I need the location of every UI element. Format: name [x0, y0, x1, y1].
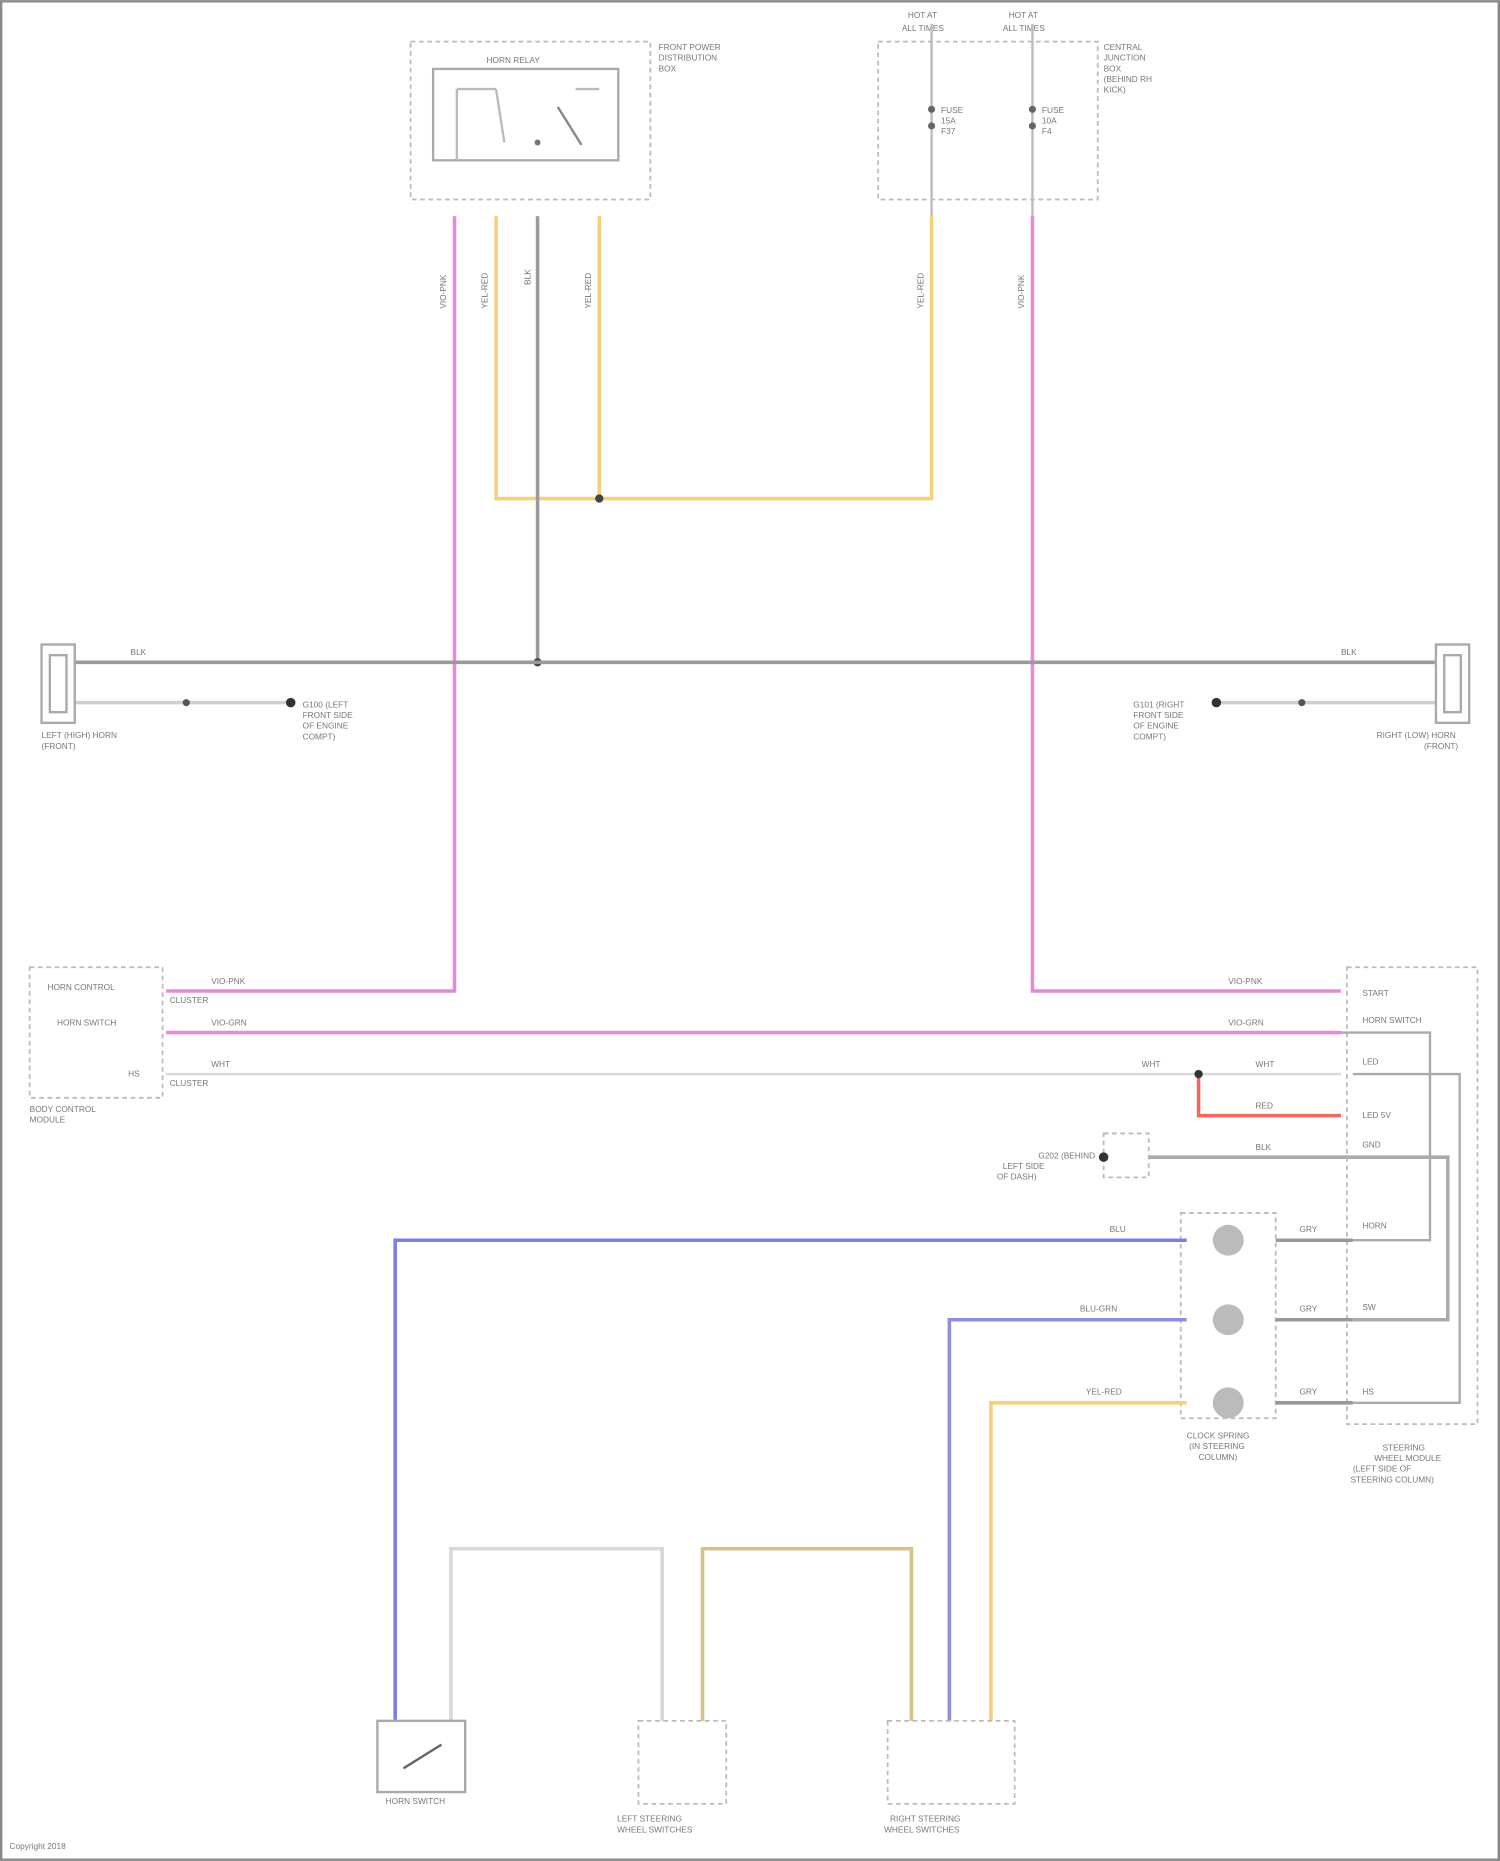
- fuse-icon: [1029, 106, 1036, 113]
- svg-text:G202 (BEHIND: G202 (BEHIND: [1038, 1150, 1095, 1160]
- svg-text:VIO-PNK: VIO-PNK: [211, 976, 246, 986]
- svg-text:RED: RED: [1256, 1101, 1274, 1111]
- clockspring-contact-icon: [1213, 1225, 1244, 1256]
- svg-text:BLK: BLK: [522, 269, 532, 285]
- svg-text:VIO-PNK: VIO-PNK: [438, 274, 448, 309]
- svg-text:LEFT STEERING: LEFT STEERING: [617, 1814, 682, 1824]
- svg-text:STEERING: STEERING: [1383, 1442, 1425, 1452]
- svg-text:HOT AT: HOT AT: [1009, 10, 1038, 20]
- svg-text:HORN SWITCH: HORN SWITCH: [386, 1796, 445, 1806]
- svg-text:OF ENGINE: OF ENGINE: [1133, 721, 1179, 731]
- svg-text:HORN: HORN: [1362, 1220, 1386, 1230]
- svg-text:VIO-PNK: VIO-PNK: [1016, 274, 1026, 309]
- svg-text:WHEEL MODULE: WHEEL MODULE: [1374, 1453, 1441, 1463]
- svg-text:LED 5V: LED 5V: [1362, 1110, 1391, 1120]
- svg-text:WHEEL SWITCHES: WHEEL SWITCHES: [617, 1824, 693, 1834]
- svg-text:WHT: WHT: [211, 1059, 230, 1069]
- horn-relay-label: HORN RELAY: [487, 55, 541, 65]
- svg-text:YEL-RED: YEL-RED: [915, 273, 925, 309]
- svg-text:HS: HS: [1362, 1387, 1374, 1397]
- svg-text:GRY: GRY: [1299, 1303, 1317, 1313]
- ground-icon: [286, 698, 295, 707]
- svg-text:CLUSTER: CLUSTER: [170, 995, 209, 1005]
- svg-text:COLUMN): COLUMN): [1199, 1452, 1238, 1462]
- svg-text:YEL-RED: YEL-RED: [583, 273, 593, 309]
- svg-text:CENTRAL: CENTRAL: [1104, 42, 1143, 52]
- svg-text:GRY: GRY: [1299, 1224, 1317, 1234]
- svg-text:BLK: BLK: [1341, 647, 1357, 657]
- svg-text:BLU-GRN: BLU-GRN: [1080, 1303, 1117, 1313]
- svg-text:MODULE: MODULE: [30, 1115, 66, 1125]
- svg-text:(FRONT): (FRONT): [42, 741, 76, 751]
- svg-text:G101 (RIGHT: G101 (RIGHT: [1133, 699, 1184, 709]
- svg-text:RIGHT (LOW) HORN: RIGHT (LOW) HORN: [1377, 730, 1456, 740]
- copyright-note: Copyright 2018: [9, 1841, 66, 1851]
- svg-text:G100 (LEFT: G100 (LEFT: [303, 699, 349, 709]
- svg-text:F4: F4: [1042, 126, 1052, 136]
- svg-text:DISTRIBUTION: DISTRIBUTION: [659, 53, 718, 63]
- svg-text:(FRONT): (FRONT): [1424, 741, 1458, 751]
- svg-text:FUSE: FUSE: [1042, 105, 1065, 115]
- svg-text:FUSE: FUSE: [941, 105, 964, 115]
- clockspring-contact-icon: [1213, 1304, 1244, 1335]
- svg-text:COMPT): COMPT): [303, 731, 336, 741]
- svg-text:CLUSTER: CLUSTER: [170, 1078, 209, 1088]
- svg-text:HS: HS: [128, 1068, 140, 1078]
- svg-text:HORN SWITCH: HORN SWITCH: [57, 1017, 116, 1027]
- svg-text:CLOCK SPRING: CLOCK SPRING: [1187, 1430, 1250, 1440]
- fuse-icon: [928, 106, 935, 113]
- svg-text:RIGHT STEERING: RIGHT STEERING: [890, 1814, 960, 1824]
- svg-text:VIO-GRN: VIO-GRN: [211, 1017, 247, 1027]
- svg-text:BLK: BLK: [131, 647, 147, 657]
- ground-icon: [1212, 698, 1221, 707]
- svg-text:WHEEL SWITCHES: WHEEL SWITCHES: [884, 1824, 960, 1834]
- svg-text:START: START: [1362, 988, 1388, 998]
- svg-text:(IN STEERING: (IN STEERING: [1189, 1441, 1245, 1451]
- svg-text:LED: LED: [1362, 1057, 1378, 1067]
- svg-text:(BEHIND RH: (BEHIND RH: [1104, 74, 1152, 84]
- svg-text:STEERING COLUMN): STEERING COLUMN): [1350, 1474, 1434, 1484]
- svg-text:BOX: BOX: [659, 63, 677, 73]
- svg-text:KICK): KICK): [1104, 85, 1126, 95]
- svg-text:VIO-GRN: VIO-GRN: [1228, 1017, 1264, 1027]
- svg-text:(LEFT SIDE OF: (LEFT SIDE OF: [1353, 1464, 1411, 1474]
- svg-text:15A: 15A: [941, 116, 956, 126]
- svg-text:WHT: WHT: [1142, 1059, 1161, 1069]
- svg-text:BOX: BOX: [1104, 63, 1122, 73]
- svg-text:LEFT (HIGH) HORN: LEFT (HIGH) HORN: [42, 730, 117, 740]
- clockspring-contact-icon: [1213, 1387, 1244, 1418]
- svg-text:10A: 10A: [1042, 116, 1057, 126]
- svg-text:OF DASH): OF DASH): [997, 1172, 1037, 1182]
- svg-text:HORN SWITCH: HORN SWITCH: [1362, 1015, 1421, 1025]
- svg-text:BODY CONTROL: BODY CONTROL: [30, 1104, 97, 1114]
- svg-text:GRY: GRY: [1299, 1387, 1317, 1397]
- svg-text:JUNCTION: JUNCTION: [1104, 53, 1146, 63]
- svg-text:FRONT POWER: FRONT POWER: [659, 42, 721, 52]
- svg-text:LEFT SIDE: LEFT SIDE: [1003, 1161, 1045, 1171]
- svg-text:YEL-RED: YEL-RED: [1086, 1387, 1122, 1397]
- svg-text:FRONT SIDE: FRONT SIDE: [303, 710, 354, 720]
- svg-text:HORN CONTROL: HORN CONTROL: [47, 982, 115, 992]
- svg-text:BLK: BLK: [1256, 1142, 1272, 1152]
- svg-text:BLU: BLU: [1110, 1224, 1126, 1234]
- svg-text:VIO-PNK: VIO-PNK: [1228, 976, 1263, 986]
- ground-icon: [1099, 1152, 1108, 1161]
- svg-text:ALL TIMES: ALL TIMES: [1003, 23, 1045, 33]
- svg-text:F37: F37: [941, 126, 956, 136]
- svg-text:YEL-RED: YEL-RED: [480, 273, 490, 309]
- svg-text:HOT AT: HOT AT: [908, 10, 937, 20]
- svg-text:SW: SW: [1362, 1302, 1376, 1312]
- svg-text:WHT: WHT: [1256, 1059, 1275, 1069]
- svg-text:COMPT): COMPT): [1133, 731, 1166, 741]
- svg-text:OF ENGINE: OF ENGINE: [303, 721, 349, 731]
- svg-text:ALL TIMES: ALL TIMES: [902, 23, 944, 33]
- svg-text:GND: GND: [1362, 1140, 1380, 1150]
- svg-text:FRONT SIDE: FRONT SIDE: [1133, 710, 1184, 720]
